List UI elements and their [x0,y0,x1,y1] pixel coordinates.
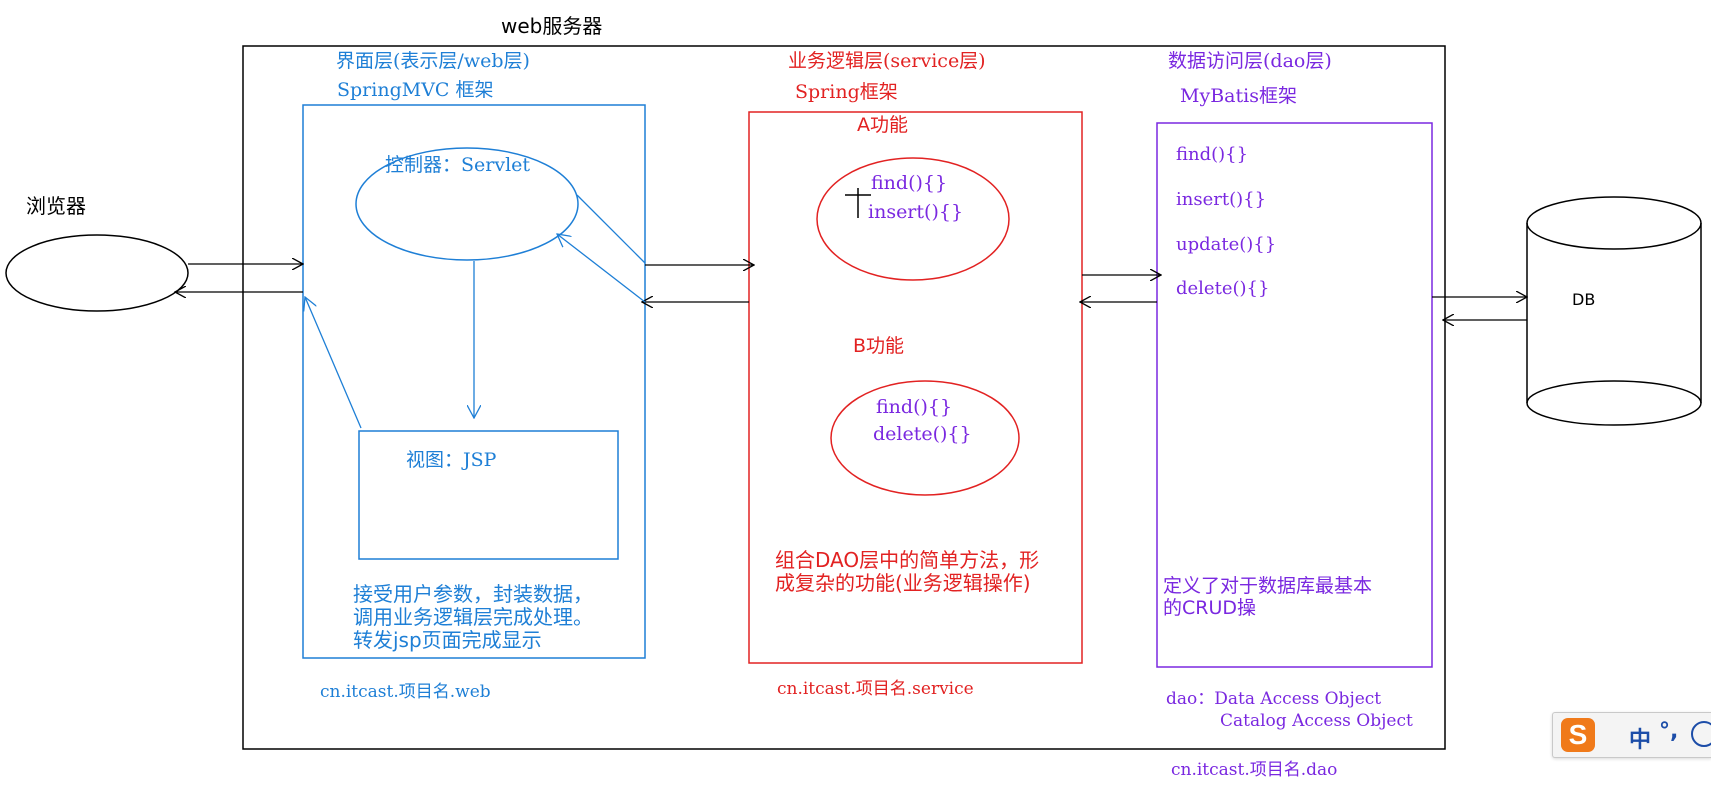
dao-layer-framework: MyBatis框架 [1180,85,1297,107]
function-a-ellipse [816,157,1010,281]
dao-method: insert(){} [1176,189,1267,210]
dao-method: update(){} [1176,234,1277,255]
dao-package-label: cn.itcast.项目名.dao [1171,760,1338,780]
dao-layer-desc-line: 的CRUD操 [1163,597,1257,619]
function-b-method: delete(){} [873,423,972,445]
controller-label: 控制器：Servlet [385,154,531,176]
service-layer-desc-line: 成复杂的功能(业务逻辑操作) [775,571,1031,595]
web-package-label: cn.itcast.项目名.web [320,682,491,702]
dao-note-line: dao：Data Access Object [1166,689,1382,709]
sogou-logo-icon[interactable]: S [1561,718,1595,752]
emoji-icon[interactable] [1691,721,1711,747]
web-layer-framework: SpringMVC 框架 [337,79,494,101]
browser-label: 浏览器 [26,194,86,218]
black-arrows [175,264,1527,320]
web-layer-title: 界面层(表示层/web层) [336,50,530,72]
function-a-method: insert(){} [868,201,964,223]
function-a-label: A功能 [857,114,908,136]
dao-layer-box [1156,122,1433,668]
ime-punctuation-toggle[interactable]: °, [1659,719,1679,744]
ime-toolbar[interactable]: S 中 °, [1552,712,1711,758]
web-layer-box [302,104,646,659]
view-jsp-box [358,430,619,560]
web-server-label: web服务器 [501,14,603,38]
function-b-label: B功能 [853,335,905,357]
web-layer-desc-line: 调用业务逻辑层完成处理。 [353,605,593,629]
database-cylinder [1526,196,1702,426]
service-layer-desc-line: 组合DAO层中的简单方法，形 [775,548,1040,572]
web-server-frame [242,45,1446,750]
function-b-method: find(){} [876,396,953,418]
service-layer-box [748,111,1083,664]
service-layer-framework: Spring框架 [795,81,898,103]
dao-note-line: Catalog Access Object [1220,711,1413,731]
web-layer-desc-line: 转发jsp页面完成显示 [353,628,542,652]
cursor-crosshair [845,188,871,218]
view-label: 视图：JSP [406,449,497,471]
service-package-label: cn.itcast.项目名.service [777,679,974,699]
controller-ellipse [355,147,579,261]
function-b-ellipse [830,380,1020,496]
web-layer-desc-line: 接受用户参数，封装数据， [353,582,593,606]
dao-method: delete(){} [1176,278,1270,299]
db-label: DB [1572,290,1596,309]
dao-method: find(){} [1176,144,1249,165]
service-layer-title: 业务逻辑层(service层) [788,50,986,72]
browser-node [5,234,189,312]
ime-mode-toggle[interactable]: 中 [1629,728,1652,753]
dao-layer-desc-line: 定义了对于数据库最基本 [1163,575,1373,597]
dao-layer-title: 数据访问层(dao层) [1168,50,1332,72]
function-a-method: find(){} [871,172,948,194]
blue-arrows [305,194,646,429]
